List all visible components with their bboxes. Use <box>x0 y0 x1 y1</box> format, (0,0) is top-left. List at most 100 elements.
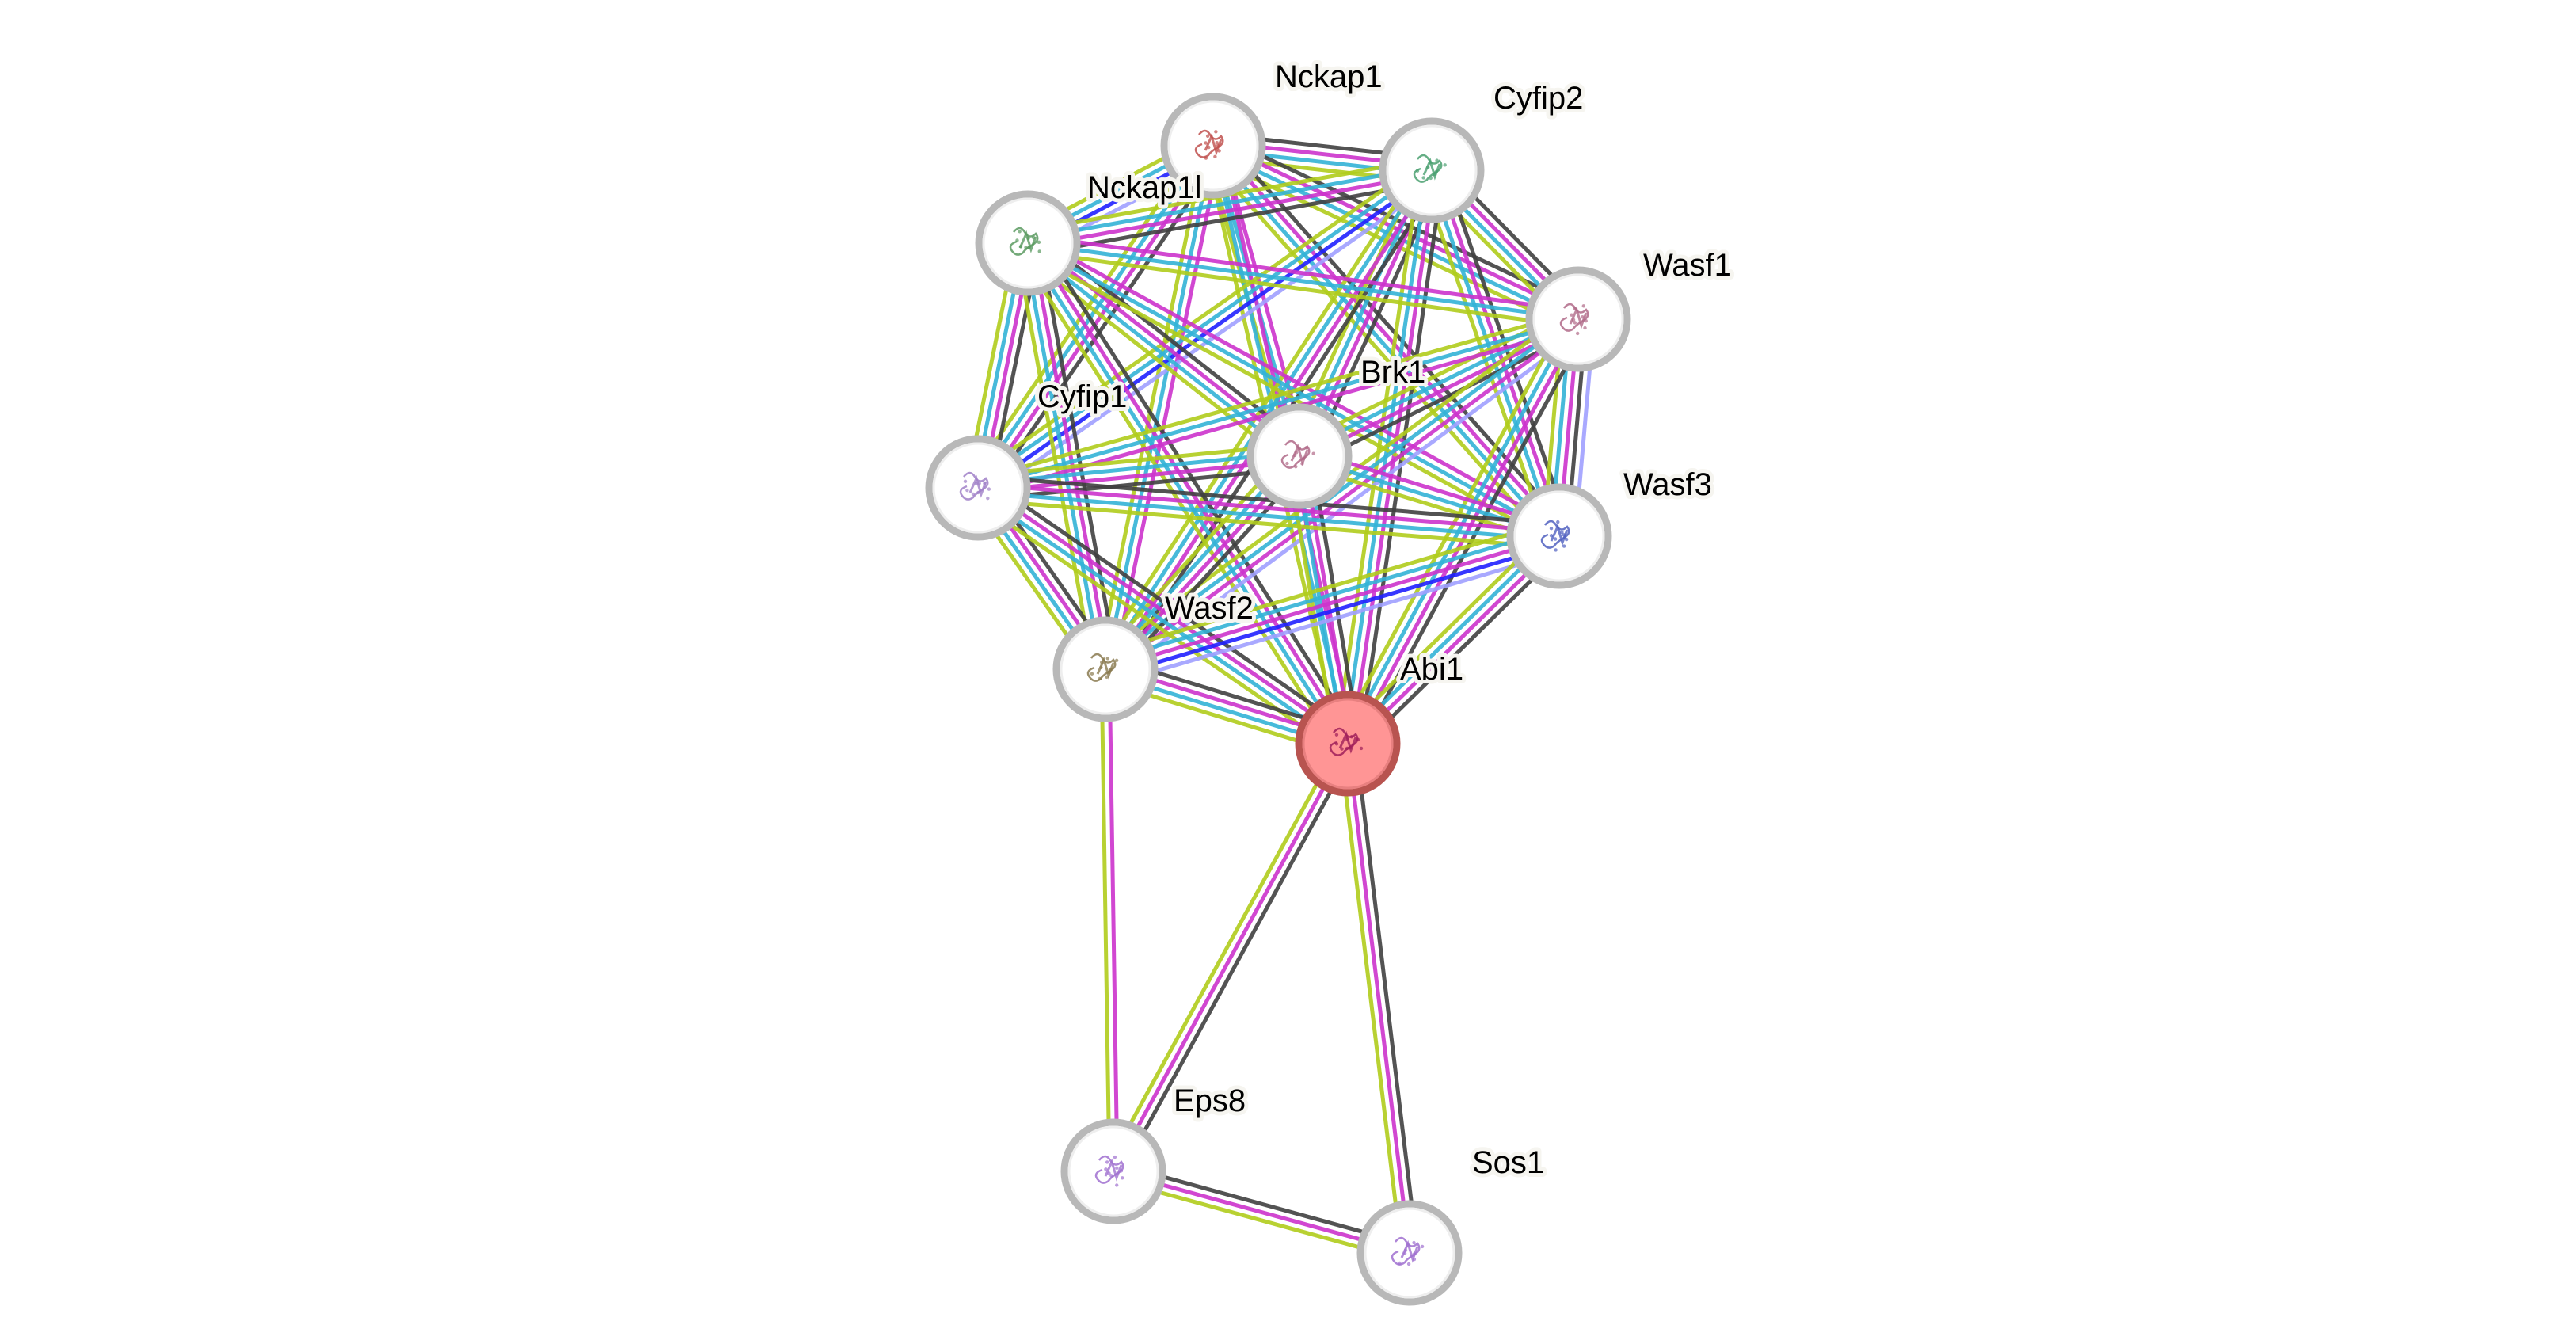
edge-nckap1l-wasf1[interactable] <box>1026 233 1580 329</box>
node-label-nckap1[interactable]: Nckap1 <box>1271 55 1387 98</box>
edge-wasf2-eps8[interactable] <box>1099 668 1120 1172</box>
node-circle[interactable] <box>1052 616 1159 722</box>
edge-line-textmining <box>1105 738 1343 1169</box>
node-circle[interactable] <box>975 190 1081 296</box>
node-abi1[interactable] <box>1295 691 1401 797</box>
edge-line-textmining <box>1094 162 1424 664</box>
node-label-abi1[interactable]: Abi1 <box>1396 648 1467 691</box>
edge-line-experiments <box>1105 534 1560 672</box>
edge-line-experiments <box>1111 742 1350 1173</box>
node-inner-shade <box>1060 623 1151 715</box>
node-nckap1l[interactable] <box>975 190 1081 296</box>
edge-line-coexpression <box>979 474 1561 527</box>
edge-line-experiments <box>1029 239 1353 743</box>
edge-line-textmining <box>1335 312 1570 740</box>
node-inner-shade <box>1302 698 1394 790</box>
node-inner-shade <box>1167 100 1259 192</box>
node-inner-shade <box>1067 1125 1159 1217</box>
node-circle[interactable] <box>1525 266 1631 372</box>
edge-line-textmining <box>1022 248 1557 545</box>
edge-wasf3-wasf2[interactable] <box>1100 519 1565 687</box>
node-inner-shade <box>932 442 1024 534</box>
protein-structure-icon <box>1329 727 1364 756</box>
edge-line-textmining <box>975 309 1577 482</box>
edge-abi1-sos1[interactable] <box>1337 742 1420 1255</box>
node-inner-shade <box>1532 273 1624 365</box>
node-circle[interactable] <box>925 435 1031 541</box>
node-label-wasf1[interactable]: Wasf1 <box>1639 244 1736 287</box>
node-eps8[interactable] <box>1060 1118 1166 1224</box>
edge-line-textmining <box>1418 173 1551 541</box>
edge-line-textmining <box>969 158 1426 480</box>
edge-line-experiments <box>1107 668 1120 1171</box>
edge-line-databases <box>1022 244 1346 748</box>
protein-structure-icon <box>1391 1236 1425 1266</box>
edge-line-coexpression <box>1036 235 1360 739</box>
node-label-brk1[interactable]: Brk1 <box>1356 351 1429 394</box>
node-circle[interactable] <box>1246 403 1353 509</box>
edge-line-experiments <box>1106 321 1582 675</box>
edge-line-databases <box>1425 170 1558 539</box>
edge-line-textmining <box>1100 519 1556 657</box>
protein-structure-icon <box>1540 520 1570 552</box>
edge-line-experiments <box>978 482 1560 535</box>
nodes-layer <box>925 93 1631 1306</box>
edge-abi1-eps8[interactable] <box>1105 738 1356 1177</box>
protein-structure-icon <box>1280 440 1315 469</box>
edge-line-databases <box>977 489 1559 543</box>
edge-line-databases <box>1102 314 1577 668</box>
protein-structure-icon <box>1009 227 1041 256</box>
edge-line-textmining <box>1293 307 1574 447</box>
edge-line-experiments <box>1030 234 1565 531</box>
edge-line-textmining <box>976 497 1558 550</box>
node-sos1[interactable] <box>1356 1200 1463 1306</box>
node-cyfip1[interactable] <box>925 435 1031 541</box>
node-label-nckap1l[interactable]: Nckap1l <box>1083 166 1206 209</box>
node-label-cyfip2[interactable]: Cyfip2 <box>1490 77 1587 120</box>
node-cyfip2[interactable] <box>1379 117 1485 223</box>
node-circle[interactable] <box>1295 691 1401 797</box>
edge-line-experiments <box>1111 147 1223 672</box>
node-circle[interactable] <box>1506 483 1612 589</box>
node-circle[interactable] <box>1379 117 1485 223</box>
node-circle[interactable] <box>1356 1200 1463 1306</box>
edge-line-textmining <box>1337 744 1404 1255</box>
node-inner-shade <box>1254 410 1345 502</box>
edge-line-databases <box>1342 316 1577 743</box>
node-nckap1[interactable] <box>1160 93 1266 199</box>
node-label-wasf2[interactable]: Wasf2 <box>1161 587 1258 630</box>
edge-line-coexpression <box>1353 742 1420 1253</box>
node-label-sos1[interactable]: Sos1 <box>1468 1141 1548 1184</box>
node-wasf1[interactable] <box>1525 266 1631 372</box>
node-inner-shade <box>982 197 1074 289</box>
edge-line-homology <box>1109 549 1565 687</box>
edge-line-experiments <box>1214 142 1564 535</box>
node-wasf2[interactable] <box>1052 616 1159 722</box>
edge-line-coexpression <box>1037 240 1120 668</box>
node-circle[interactable] <box>1160 93 1266 199</box>
node-wasf3[interactable] <box>1506 483 1612 589</box>
edge-line-textmining <box>976 442 1299 478</box>
edge-line-textmining <box>1334 168 1422 743</box>
edge-line-experiments <box>979 482 1352 742</box>
node-inner-shade <box>1364 1207 1455 1299</box>
node-brk1[interactable] <box>1246 403 1353 509</box>
labels-layer: Nckap1Cyfip2Nckap1lWasf1Brk1Cyfip1Wasf3W… <box>1033 55 1736 1184</box>
edge-cyfip1-wasf3[interactable] <box>976 474 1561 550</box>
edge-line-coexpression <box>1118 746 1356 1177</box>
edge-line-databases <box>977 317 1579 490</box>
node-label-cyfip1[interactable]: Cyfip1 <box>1033 375 1131 418</box>
protein-structure-icon <box>1559 303 1589 336</box>
protein-structure-icon <box>959 471 991 501</box>
edge-line-coexpression <box>984 476 1356 736</box>
edge-line-databases <box>972 142 1212 487</box>
node-label-wasf3[interactable]: Wasf3 <box>1619 463 1716 506</box>
edge-line-experiments <box>1028 172 1433 249</box>
node-label-eps8[interactable]: Eps8 <box>1170 1079 1250 1122</box>
edge-line-databases <box>1024 244 1299 461</box>
edge-line-textmining <box>1026 249 1577 329</box>
edge-line-textmining <box>1099 669 1112 1172</box>
edge-line-coexpression <box>1029 180 1435 257</box>
node-circle[interactable] <box>1060 1118 1166 1224</box>
